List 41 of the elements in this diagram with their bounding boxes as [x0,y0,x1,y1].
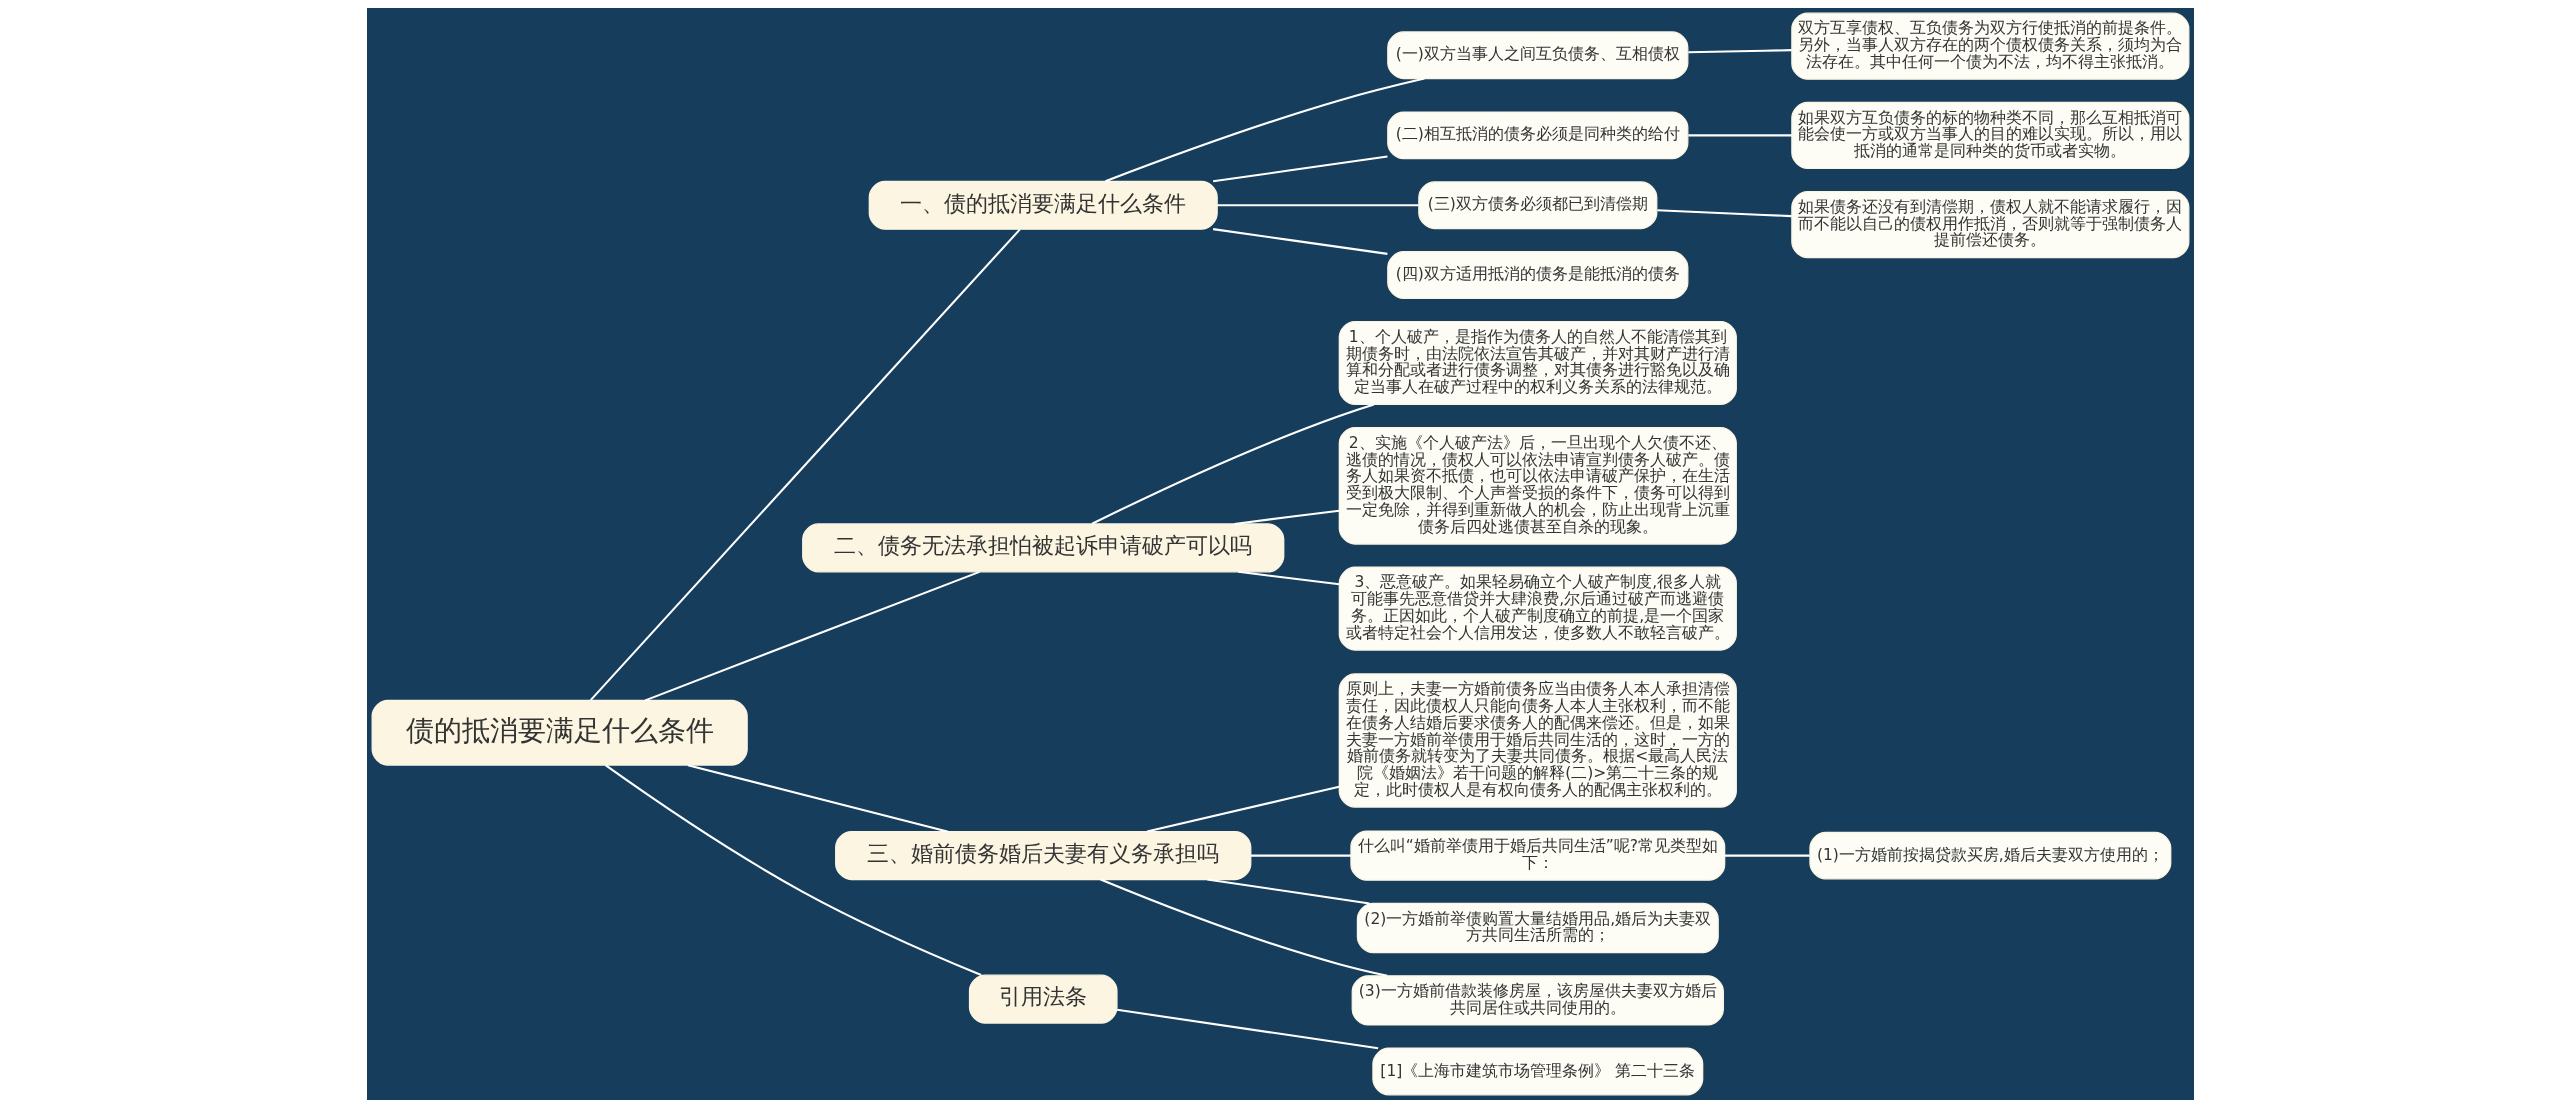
node-box: 1、个人破产，是指作为债务人的自然人不能清偿其到期债务时，由法院依法宣告其破产，并对其财产进行清算和分配或者进行债务调整，对其债务进行豁免以及确定当事人在破产过程中的权利义务关系的法律规范。 [1338,320,1737,405]
connector [1233,509,1339,525]
node-box: 什么叫“婚前举债用于婚后共同生活”呢?常见类型如下： [1349,830,1725,881]
node-box: (二)相互抵消的债务必须是同种类的给付 [1386,111,1688,160]
connector [1206,878,1370,905]
connector [1237,570,1339,586]
connector [1687,49,1792,54]
connector [1724,854,1810,857]
node-box: (2)一方婚前举债购置大量结婚用品,婚后为夫妻双方共同生活所需的； [1356,902,1719,954]
node-box: (三)双方债务必须都已到清偿期 [1417,181,1657,230]
node-box: 三、婚前债务婚后夫妻有义务承担吗 [834,831,1251,881]
connector [1250,854,1351,857]
node-box: 一、债的抵消要满足什么条件 [868,180,1218,230]
connector [687,764,948,833]
node-box: 3、恶意破产。如果轻易确立个人破产制度,很多人就可能事先恶意借贷并大肆浪费,尔后通过破产而逃避债务。正因如此，个人破产制度确立的前提,是一个国家或者特定社会个人信用发达，使多数人不敢轻言破产。 [1338,566,1737,651]
connector [1212,228,1388,255]
connector [1099,878,1388,977]
node-box: 双方互享债权、互负债务为双方行使抵消的前提条件。另外，当事人双方存在的两个债权债务关系，须均为合法存在。其中任何一个债为不法，均不得主张抵消。 [1790,12,2189,80]
connector [1146,785,1339,833]
connector [1212,155,1388,183]
connector [1216,204,1419,207]
node-box: 二、债务无法承担怕被起诉申请破产可以吗 [801,523,1284,573]
node-box: (一)双方当事人之间互负债务、互相债权 [1386,31,1688,80]
node-box: 原则上，夫妻一方婚前债务应当由债务人本人承担清偿责任，因此债权人只能向债务人本人主张权利，而不能在债务人结婚后要求债务人的配偶来偿还。但是，如果夫妻一方婚前举债用于婚后共同生活的，这时，一方的婚前债务就转变为了夫妻共同债务。根据<最高人民法院《婚姻法》若干问题的解释(二)>第二十三条的规定，此时债权人是有权向债务人的配偶主张权利的。 [1338,673,1737,808]
connector [1656,209,1792,218]
connector [1116,1008,1378,1050]
node-box: 债的抵消要满足什么条件 [371,699,748,766]
node-box: (1)一方婚前按揭贷款买房,婚后夫妻双方使用的； [1808,831,2171,880]
connector [1104,77,1425,183]
connector [589,228,1021,701]
connector [1091,403,1374,525]
node-box: 如果双方互负债务的标的物种类不同，那么互相抵消可能会使一方或双方当事人的目的难以实现。所以，用以抵消的通常是同种类的货币或者实物。 [1790,101,2189,169]
node-box: [1]《上海市建筑市场管理条例》 第二十三条 [1371,1047,1703,1096]
node-box: (3)一方婚前借款装修房屋，该房屋供夫妻双方婚后共同居住或共同使用的。 [1351,975,1724,1026]
node-box: 引用法条 [968,974,1118,1024]
node-box: 2、实施《个人破产法》后，一旦出现个人欠债不还、逃债的情况，债权人可以依法申请宣判债务人破产。债务人如果资不抵债，也可以依法申请破产保护，在生活受到极大限制、个人声誉受损的条件下，债务可以得到一定免除，并得到重新做人的机会，防止出现背上沉重债务后四处逃债甚至自杀的现象。 [1338,426,1737,545]
node-box: (四)双方适用抵消的债务是能抵消的债务 [1386,251,1688,299]
connector [644,570,980,702]
connector [604,764,982,976]
connector [1687,134,1792,137]
node-box: 如果债务还没有到清偿期，债权人就不能请求履行，因而不能以自己的债权用作抵消，否则就等于强制债务人提前偿还债务。 [1790,191,2189,259]
